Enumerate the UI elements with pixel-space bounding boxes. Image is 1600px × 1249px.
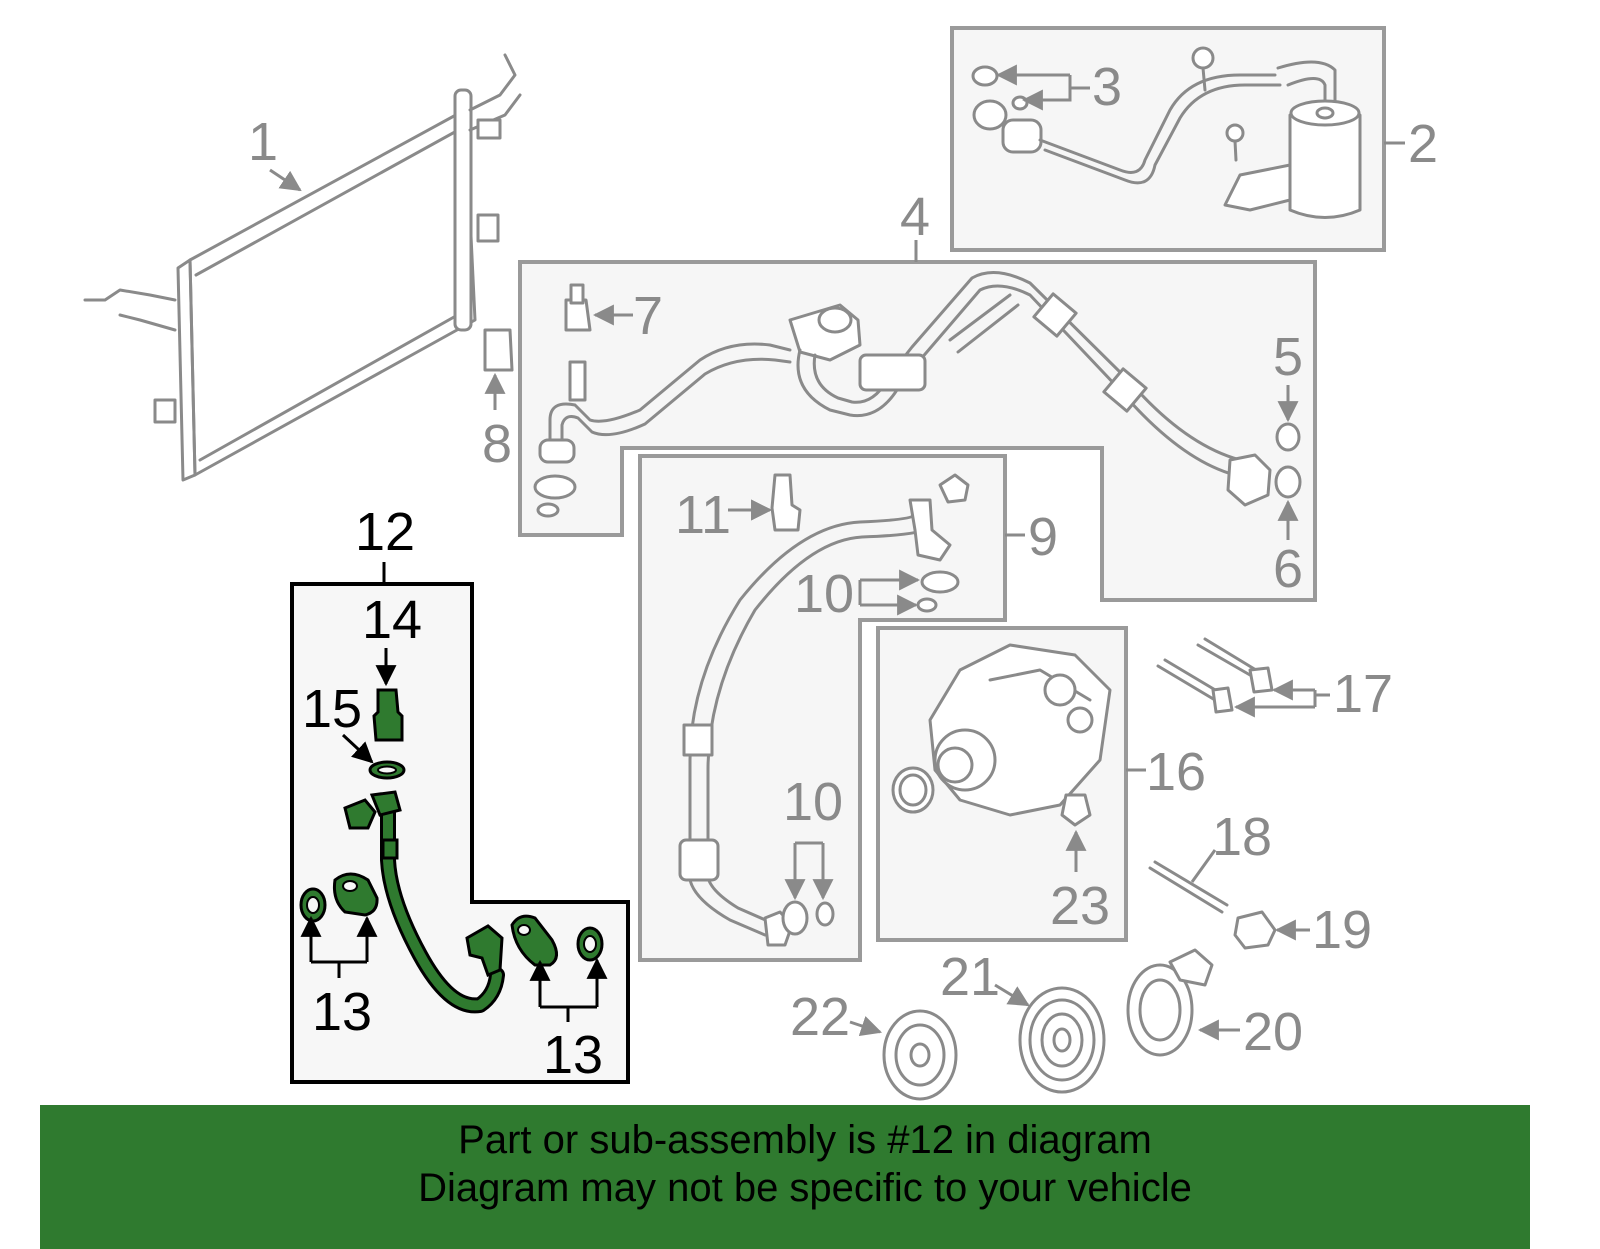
callout-9: 9 [1028,507,1058,567]
callout-23: 23 [1050,876,1110,936]
callout-21: 21 [940,947,1000,1007]
callout-2: 2 [1408,114,1438,174]
callout-6: 6 [1273,539,1303,599]
callout-16: 16 [1146,742,1206,802]
callout-10-bottom: 10 [783,772,843,832]
o-ring-10b [815,901,835,927]
compressor-bolts [1156,637,1274,714]
callout-13-left: 13 [312,982,372,1042]
nut-19 [1233,910,1277,950]
callout-18: 18 [1212,807,1272,867]
pressure-switch-14 [372,688,404,742]
receiver-drier [971,46,1362,219]
callout-17: 17 [1333,664,1393,724]
banner-line-1: Part or sub-assembly is #12 in diagram [458,1118,1152,1162]
o-ring-10a [916,597,938,613]
suction-hose [678,473,970,947]
callout-4: 4 [900,187,930,247]
callout-8: 8 [482,414,512,474]
stud-18 [1148,860,1229,914]
callout-14: 14 [362,590,422,650]
ac-hose-12 [343,790,505,1014]
callout-22: 22 [790,987,850,1047]
info-banner-bg [40,1105,1530,1249]
manifold-hose-assembly [483,271,1272,518]
callout-10-top: 10 [794,564,854,624]
callout-5: 5 [1273,327,1303,387]
clutch-hub-22 [882,1009,958,1101]
callout-12: 12 [355,502,415,562]
o-ring-6 [1274,465,1302,499]
manifold-line-box [518,260,1317,602]
clutch-pulley-21 [1018,986,1106,1094]
callout-20: 20 [1243,1002,1303,1062]
callout-7: 7 [633,286,663,346]
callout-15: 15 [302,679,362,739]
callout-19: 19 [1312,900,1372,960]
banner-line-2: Diagram may not be specific to your vehi… [418,1166,1192,1210]
gaskets-13-left [299,872,379,923]
callout-11: 11 [675,485,731,545]
condenser [83,53,522,482]
gasket-10b [781,900,809,936]
o-ring-5 [1275,422,1301,452]
info-banner: Part or sub-assembly is #12 in diagram D… [40,1118,1570,1249]
ac-compressor [891,643,1112,827]
clutch-coil-20 [1126,948,1214,1057]
callout-1: 1 [248,112,278,172]
callout-3: 3 [1092,57,1122,117]
gasket-10a [920,570,960,594]
callout-13-right: 13 [543,1025,603,1085]
